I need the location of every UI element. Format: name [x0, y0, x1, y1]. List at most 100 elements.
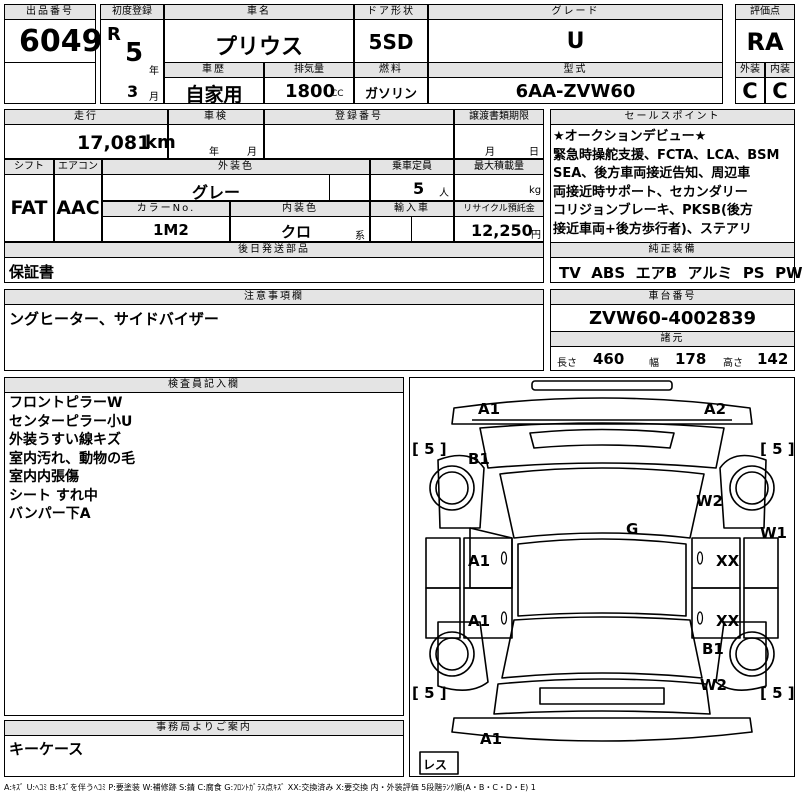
grade-cell: U [428, 19, 723, 63]
import-header: 輸入車 [370, 201, 454, 217]
rear-left-wheel [429, 631, 475, 677]
diagram-tire-rr: [ 5 ] [760, 684, 795, 702]
equipment-item: TV [559, 264, 581, 282]
equipment-item: PS [742, 264, 765, 282]
diagram-mark-b1-right-rear: B1 [702, 640, 724, 658]
equipment-list: TV ABS エアB アルミ PS PW [559, 262, 803, 283]
model-header: 型式 [428, 62, 723, 78]
inspection-month-unit: 月 [247, 147, 257, 158]
fuel-cell: ガソリン [354, 77, 428, 104]
chassis-header: 車台番号 [550, 289, 795, 305]
front-right-fender [719, 454, 767, 529]
rear-window [501, 616, 703, 679]
fuel-header: 燃料 [354, 62, 428, 78]
transfer-month-unit: 月 [485, 147, 495, 158]
color-no-cell: 1M2 [102, 216, 230, 242]
diagram-tire-fl: [ 5 ] [412, 440, 447, 458]
inspector-notes: フロントピラーW センターピラー小U 外装うすい線キズ 室内汚れ、動物の毛 室内… [9, 395, 136, 522]
lot-no-blank [4, 62, 96, 104]
fuel-value: ガソリン [364, 87, 417, 102]
specs-cell: 長さ 460 幅 178 高さ 142 [550, 346, 795, 371]
transfer-cell: 月 日 [454, 124, 544, 159]
score-value: RA [746, 28, 784, 56]
caution-text: ングヒーター、サイドバイザー [9, 310, 219, 328]
diagram-mark-a1-left-door-2: A1 [468, 612, 491, 630]
diagram-tire-fr: [ 5 ] [760, 440, 795, 458]
front-bumper [451, 397, 753, 425]
diagram-mark-g: G [626, 520, 639, 538]
import-cell-b [411, 216, 454, 242]
chassis-cell: ZVW60-4002839 [550, 304, 795, 332]
front-bumper-strip [531, 380, 673, 391]
diagram-mark-w1-right: W1 [760, 524, 787, 542]
equipment-cell: TV ABS エアB アルミ PS PW [550, 257, 803, 283]
model-cell: 6AA-ZVW60 [428, 77, 723, 104]
import-cell-a [370, 216, 412, 242]
car-name-header: 車名 [164, 4, 354, 20]
later-items-header: 後日発送部品 [4, 242, 544, 258]
interior-cell: C [765, 77, 795, 104]
diagram-mark-w2-right-rear: W2 [700, 676, 727, 694]
lot-no-cell: 6049 [4, 19, 103, 63]
hood-panel [529, 428, 675, 449]
bracket-close: ] [787, 684, 795, 702]
left-side-rear [425, 587, 461, 639]
shift-header: シフト [4, 159, 54, 175]
reg-year-unit: 年 [149, 66, 159, 77]
right-rear-door [691, 587, 741, 639]
exterior-cell: C [735, 77, 765, 104]
capacity-unit: 人 [439, 188, 449, 199]
displacement-unit: CC [331, 89, 344, 99]
capacity-cell: 5 人 [370, 174, 454, 201]
tire-rr-value: 5 [772, 684, 783, 702]
spec-height-label: 高さ [723, 358, 743, 369]
rear-left-wheel-inner [435, 637, 469, 671]
recycle-value: 12,250 [471, 221, 533, 240]
sales-point-cell: ★オークションデビュー★ 緊急時操舵支援、FCTA、LCA、BSM SEA、後方… [550, 124, 795, 257]
grade-header: グレード [428, 4, 723, 20]
displacement-header: 排気量 [264, 62, 354, 78]
reg-month-unit: 月 [149, 92, 159, 103]
windshield [499, 467, 705, 539]
reg-no-header: 登録番号 [264, 109, 454, 125]
history-value: 自家用 [185, 84, 243, 106]
spare-tire-box [419, 751, 459, 775]
car-name-cell: プリウス [164, 19, 354, 63]
tire-fl-value: 5 [424, 440, 435, 458]
diagram-tire-rl: [ 5 ] [412, 684, 447, 702]
exterior-grade-value: C [742, 79, 758, 103]
bracket-close: ] [439, 440, 447, 458]
history-cell: 自家用 [164, 77, 264, 106]
bracket-close: ] [787, 440, 795, 458]
left-rear-door-handle [500, 611, 508, 625]
interior-header: 内装 [765, 62, 795, 78]
spec-height-value: 142 [757, 350, 789, 368]
shift-cell: FAT [4, 174, 54, 242]
spec-width-value: 178 [675, 350, 707, 368]
history-header: 車歴 [164, 62, 264, 78]
bracket-close: ] [439, 684, 447, 702]
trunk [493, 678, 711, 715]
equipment-item: アルミ [687, 264, 733, 282]
chassis-value: ZVW60-4002839 [588, 308, 757, 329]
door-cell: 5SD [354, 19, 428, 63]
caution-header: 注意事項欄 [4, 289, 544, 305]
reg-year-value: 5 [125, 38, 144, 68]
first-reg-header: 初度登録 [100, 4, 164, 20]
ext-color-cell: グレー [102, 174, 330, 202]
diagram-mark-xx-right-door-2: XX [716, 612, 740, 630]
reg-no-cell [264, 124, 454, 159]
rear-plate [539, 687, 665, 705]
left-rear-door [463, 587, 513, 639]
front-left-wheel-inner [435, 471, 469, 505]
aircon-header: エアコン [54, 159, 102, 175]
bracket-open: [ [412, 684, 419, 702]
legend-text: A:ｷｽﾞ U:ﾍｺﾐ B:ｷｽﾞを伴うﾍｺﾐ P:要塗装 W:補修跡 S:錆 … [4, 783, 536, 792]
hood [479, 422, 725, 469]
displacement-value: 1800 [285, 81, 336, 102]
later-items-cell: 保証書 [4, 257, 544, 283]
interior-grade-value: C [772, 79, 788, 103]
diagram-mark-w2-right: W2 [696, 492, 723, 510]
max-load-header: 最大積載量 [454, 159, 544, 175]
first-reg-cell: R 5 年 3 月 [100, 19, 164, 104]
